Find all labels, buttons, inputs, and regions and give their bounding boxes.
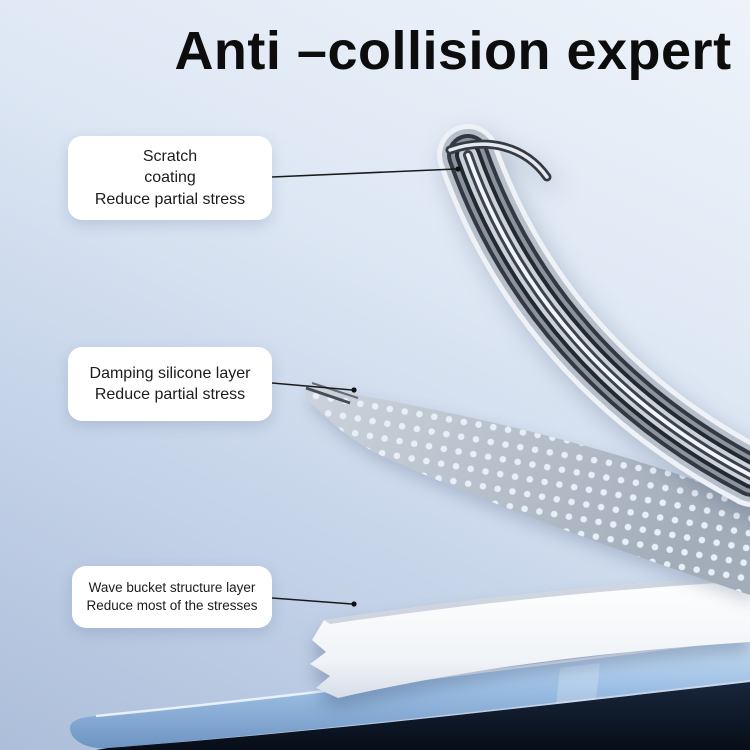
- wave-band-top-shade: [324, 576, 750, 624]
- leader-dot: [351, 387, 357, 393]
- leader-line-wave: [271, 597, 357, 607]
- mesh-tip-stripe: [305, 386, 351, 405]
- phone-frame-edge: [69, 638, 750, 749]
- callout-wave-line-2: Reduce most of the stresses: [86, 598, 258, 613]
- callout-scratch-line-3: Reduce partial stress: [94, 190, 246, 208]
- phone-dark-base: [96, 682, 750, 750]
- callout-damping-line-1: Damping silicone layer: [89, 364, 251, 382]
- callout-damping-line-2: Reduce partial stress: [94, 386, 246, 403]
- mesh-tip-stripe: [311, 382, 359, 399]
- phone-body: [69, 636, 750, 750]
- callout-scratch-coating: Scratch coating Reduce partial stress: [68, 136, 272, 220]
- mesh-holes: [306, 386, 750, 595]
- callout-scratch-line-1: Scratch: [142, 148, 198, 166]
- page-title: Anti –collision expert: [174, 21, 732, 81]
- phone-frame-reflection: [556, 663, 600, 705]
- scratch-coating-layer: [437, 124, 750, 507]
- chrome-band: [466, 153, 750, 478]
- leader-lines: [271, 166, 461, 607]
- leader-line-damping: [271, 382, 357, 393]
- leader-dot: [455, 166, 461, 172]
- damping-silicone-layer: [305, 382, 750, 595]
- callout-wave-bucket: Wave bucket structure layer Reduce most …: [72, 566, 272, 628]
- wave-band: [310, 576, 750, 698]
- chrome-hook-highlight: [448, 142, 549, 179]
- leader-dot: [351, 601, 357, 607]
- callout-damping-silicone: Damping silicone layer Reduce partial st…: [68, 347, 272, 421]
- callout-wave-line-1: Wave bucket structure layer: [88, 580, 256, 596]
- callout-scratch-line-2: coating: [144, 169, 196, 187]
- leader-line-scratch: [271, 166, 461, 178]
- wave-bucket-structure-layer: [310, 576, 750, 698]
